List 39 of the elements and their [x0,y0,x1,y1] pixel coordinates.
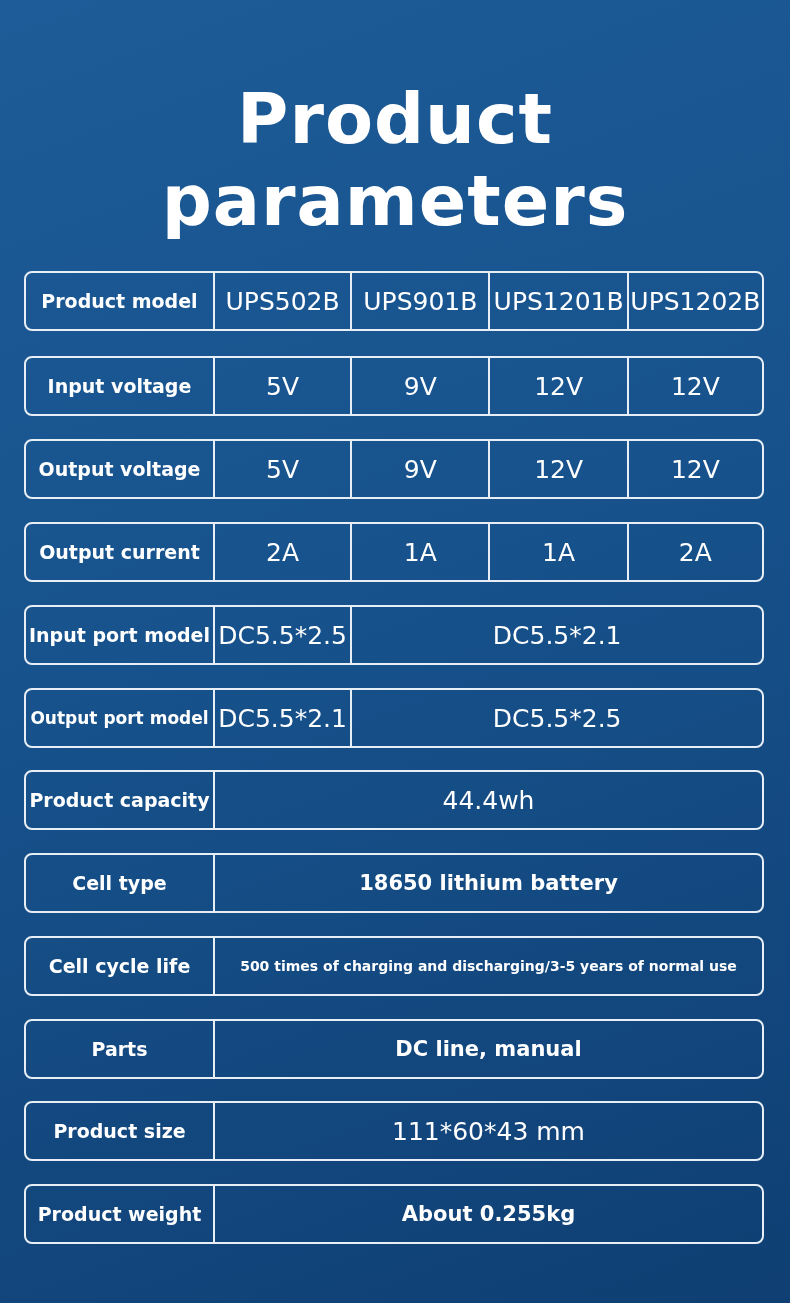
parameter-label: Parts [90,1037,149,1062]
parameter-value: DC5.5*2.5 [213,607,351,663]
parameter-label: Product weight [36,1202,203,1227]
parameter-value: 12V [626,358,762,414]
page-title: Product parameters [160,78,630,242]
parameter-label: Cell cycle life [47,954,192,979]
parameter-value: 12V [488,441,627,497]
parameter-value: DC line, manual [213,1021,762,1077]
parameter-value: 1A [350,524,489,580]
parameter-label: Product capacity [28,788,211,813]
parameter-label: Output voltage [37,457,202,482]
parameter-value: 12V [626,441,762,497]
parameter-value: 1A [488,524,627,580]
parameter-value: 9V [350,441,489,497]
parameter-label: Output current [38,540,201,565]
parameter-value: DC5.5*2.1 [213,690,351,746]
parameter-value: DC5.5*2.1 [350,607,762,663]
parameter-value: 5V [212,441,351,497]
parameter-label: Product model [40,289,199,314]
parameter-value: About 0.255kg [213,1186,762,1242]
parameter-value: 111*60*43 mm [213,1103,762,1159]
parameter-value: UPS502B [212,273,351,329]
parameter-value: UPS901B [350,273,489,329]
parameter-value: 12V [488,358,627,414]
parameter-label: Input voltage [46,374,193,399]
parameter-label: Output port model [29,707,210,730]
parameter-value: 500 times of charging and discharging/3-5 years of normal use [213,938,762,994]
parameter-value: 2A [626,524,762,580]
parameter-value: UPS1202B [626,273,762,329]
parameter-value: 9V [350,358,489,414]
parameter-value: 18650 lithium battery [213,855,762,911]
parameter-value: 5V [212,358,351,414]
parameter-value: UPS1201B [488,273,627,329]
parameter-value: DC5.5*2.5 [350,690,762,746]
parameter-label: Product size [52,1119,187,1144]
parameter-value: 44.4wh [213,772,762,828]
parameter-value: 2A [212,524,351,580]
parameter-label: Input port model [28,623,211,648]
parameter-label: Cell type [71,871,168,896]
